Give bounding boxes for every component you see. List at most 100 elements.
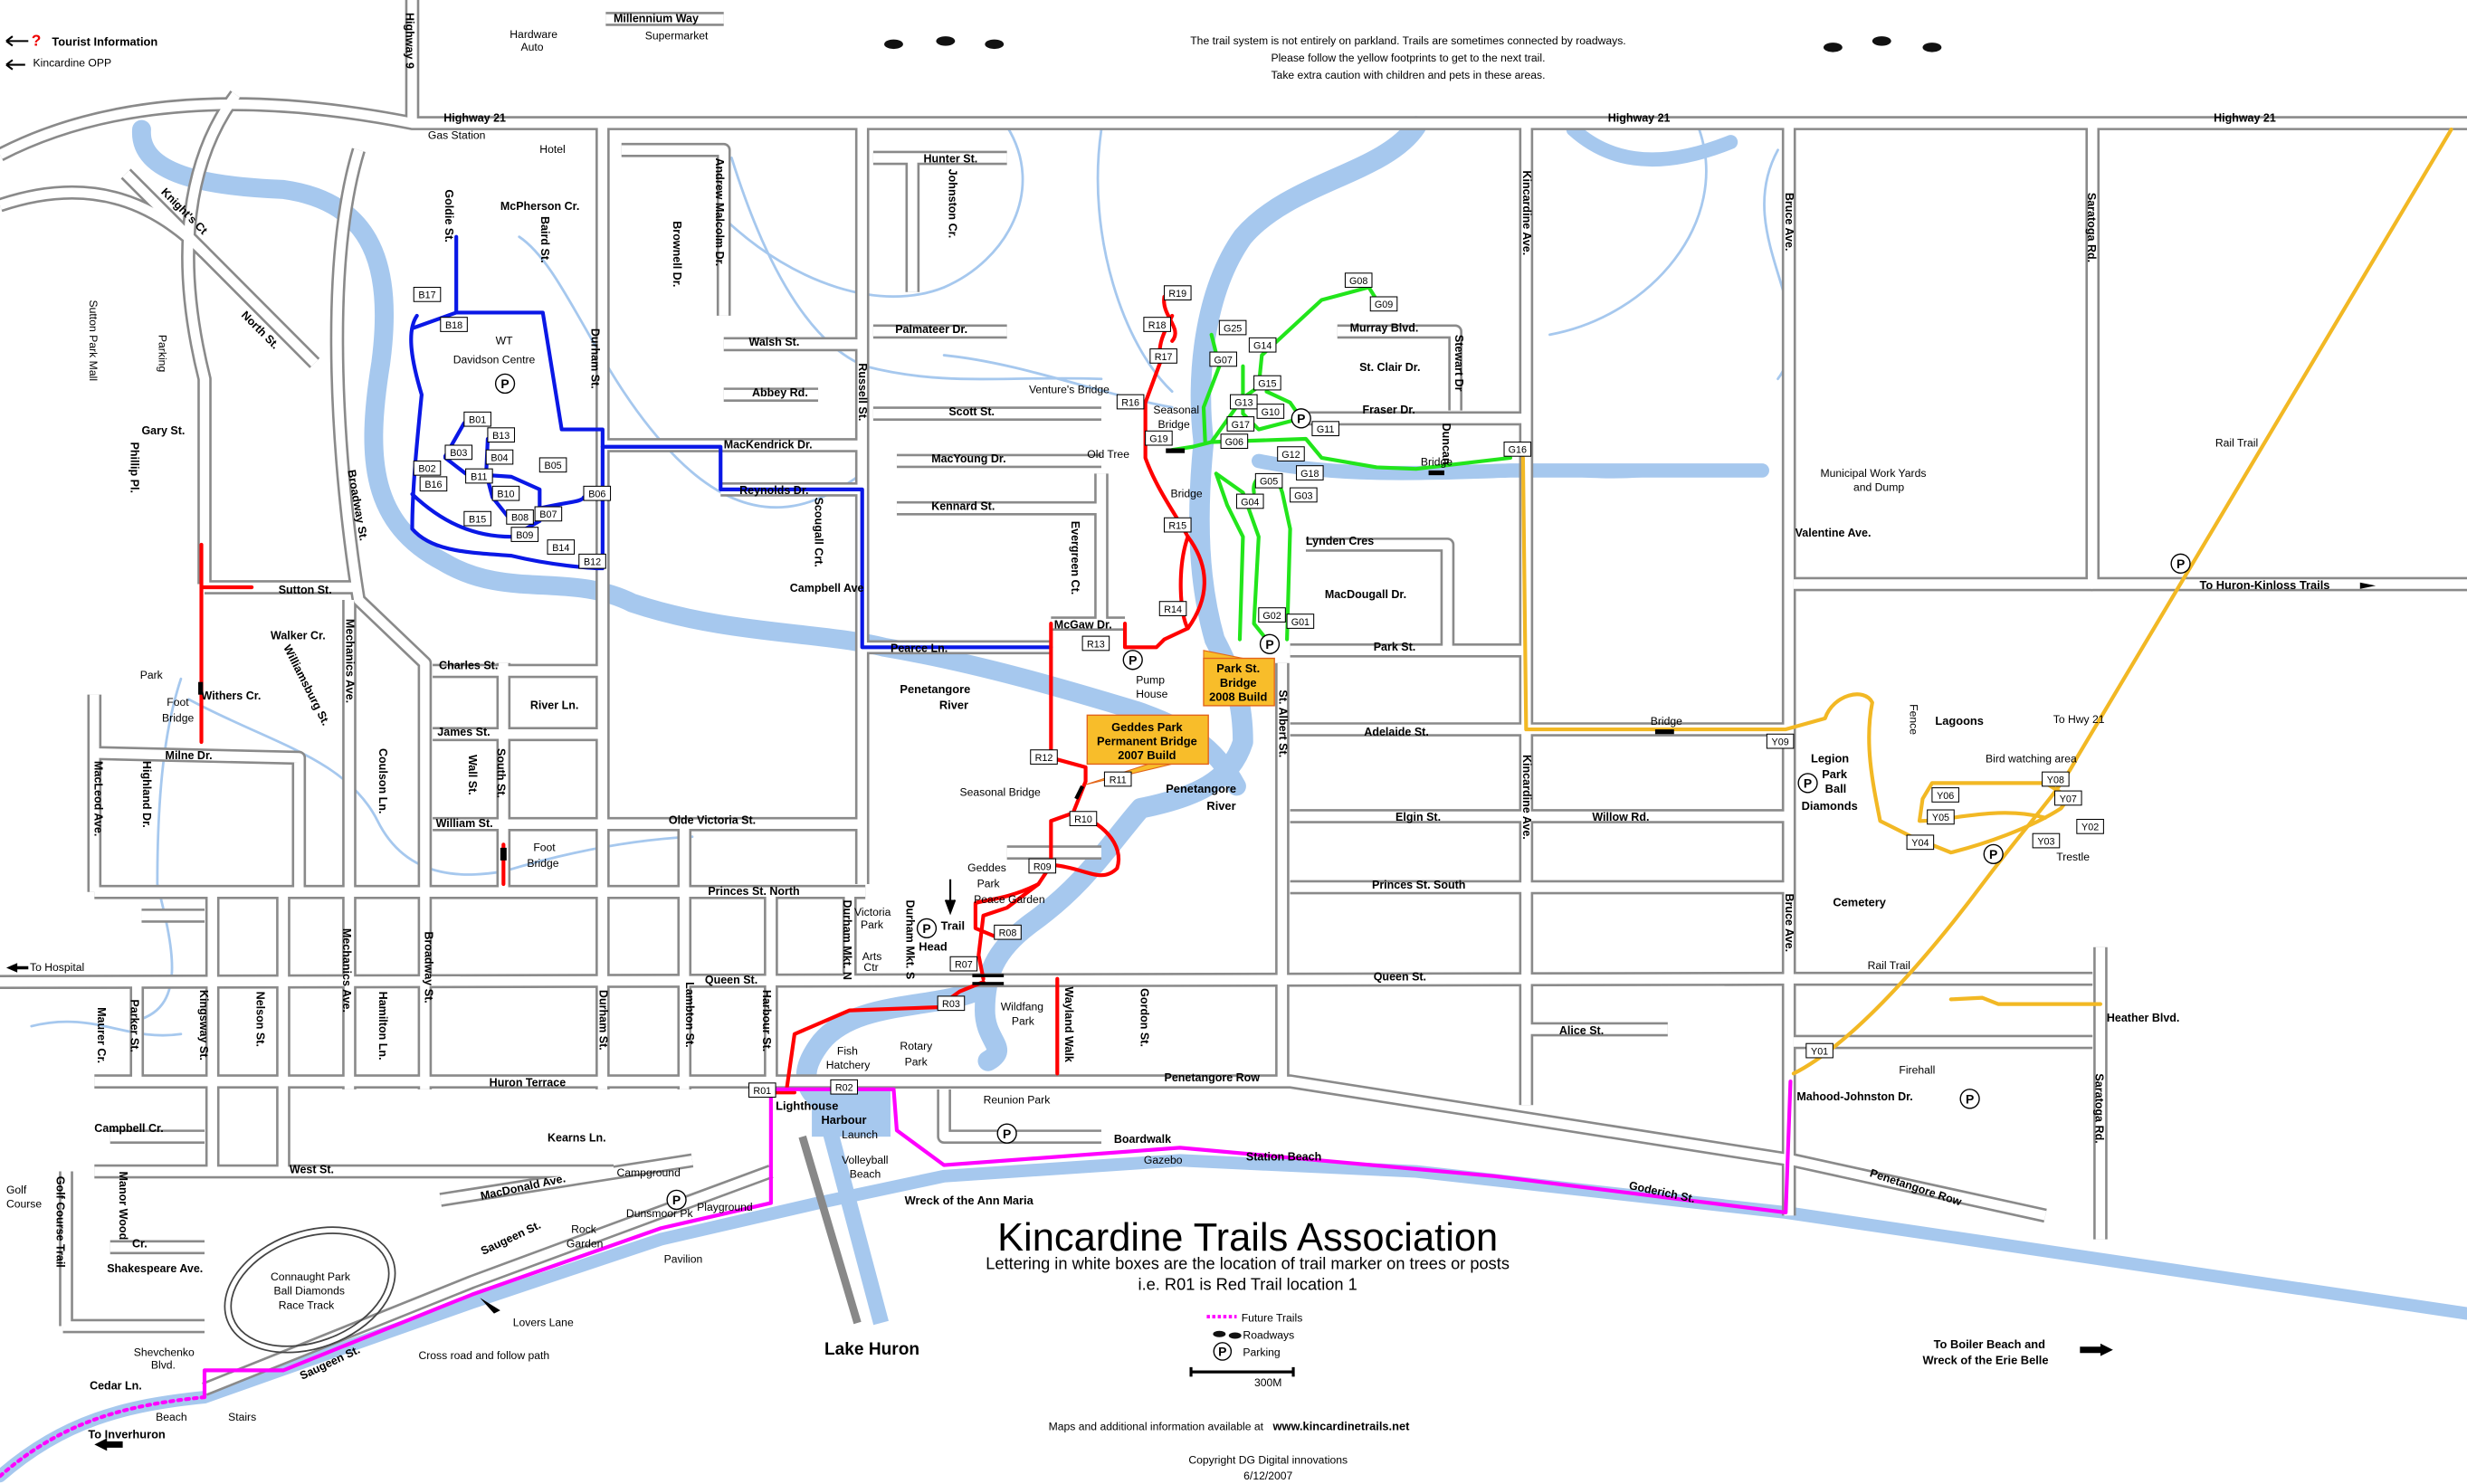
trail-marker-red: R09 — [1028, 858, 1057, 874]
place-label-wildfang: Wildfang — [1001, 1001, 1043, 1013]
place-label-harbour: Harbour — [822, 1113, 867, 1127]
trail-marker-green: G17 — [1226, 416, 1255, 432]
road-fill — [0, 187, 208, 256]
street-label-andrew: Andrew Malcolm Dr. — [713, 157, 726, 266]
street-label-elgin: Elgin St. — [1395, 811, 1441, 823]
place-label-volleyball: Volleyball — [842, 1154, 888, 1166]
trail-marker-yellow: Y01 — [1805, 1042, 1834, 1059]
trail-marker-code: Y07 — [2060, 794, 2077, 804]
place-label-rotary: Rotary — [900, 1040, 933, 1052]
trail-marker-green: G08 — [1344, 272, 1373, 289]
street-label-milne: Milne Dr. — [166, 749, 213, 762]
street-label-highland: Highland Dr. — [140, 761, 153, 828]
trail-marker-code: G16 — [1509, 445, 1527, 456]
place-label-hospital: To Hospital — [30, 961, 84, 974]
place-label-river2: River — [1206, 799, 1235, 813]
trail-marker-red: R07 — [949, 956, 978, 972]
legend-parking: Parking — [1243, 1346, 1280, 1359]
trail-marker-code: Y09 — [1772, 737, 1789, 747]
trail-marker-code: R07 — [955, 959, 973, 970]
trail-marker-yellow: Y08 — [2042, 771, 2070, 787]
street-label-mackendrick: MacKendrick Dr. — [724, 438, 813, 451]
roadway-note: The trail system is not entirely on park… — [884, 34, 1942, 81]
street-label-hwy21-e: Highway 21 — [2214, 111, 2276, 124]
trail-marker-blue: B15 — [463, 510, 491, 527]
trail-marker-blue: B17 — [413, 287, 442, 302]
parking-icon: P — [916, 918, 938, 939]
trail-marker-blue: B10 — [491, 485, 520, 501]
website-link[interactable]: www.kincardinetrails.net — [1272, 1420, 1410, 1433]
parking-icon — [1213, 1342, 1233, 1361]
trail-marker-code: Y08 — [2047, 775, 2064, 785]
trail-marker-code: G02 — [1262, 611, 1281, 622]
trail-marker-yellow: Y09 — [1766, 733, 1795, 749]
trail-marker-green: G13 — [1230, 394, 1258, 410]
callout-line: Bridge — [1220, 676, 1257, 690]
trail-marker-red: R19 — [1163, 285, 1192, 301]
road-fill — [0, 100, 2467, 159]
trail-marker-code: G18 — [1300, 469, 1319, 480]
street-label-russell: Russell St. — [856, 363, 869, 421]
opp-label[interactable]: Kincardine OPP — [33, 56, 112, 69]
trail-marker-code: B18 — [445, 320, 462, 331]
place-label-hardware: Hardware — [510, 28, 557, 41]
trail-marker-yellow: Y05 — [1927, 809, 1955, 825]
trail-marker-yellow: Y07 — [2053, 790, 2082, 806]
place-label-park: Park — [140, 669, 164, 681]
trail-marker-code: R13 — [1087, 639, 1105, 650]
park-st-bridge-callout: Park St. Bridge 2008 Build — [1203, 650, 1275, 707]
street-label-kincardine-s: Kincardine Ave. — [1520, 755, 1533, 840]
note-line: Take extra caution with children and pet… — [1271, 69, 1545, 81]
place-label-foot-bridge2: Bridge — [527, 857, 558, 870]
scale-label: 300M — [1254, 1376, 1281, 1389]
place-label-rail-trail1: Rail Trail — [2215, 437, 2258, 450]
street-label-johnston: Johnston Cr. — [946, 169, 958, 239]
street-label-queen-w: Queen St. — [705, 974, 757, 986]
place-label-golf-course: Golf — [6, 1184, 27, 1196]
street-label-lynden: Lynden Cres — [1306, 535, 1374, 547]
trail-marker-red: R13 — [1081, 635, 1110, 652]
road-fill — [1337, 327, 1461, 411]
place-label-connaught: Ball Diamonds — [274, 1285, 345, 1298]
street-label-adelaide: Adelaide St. — [1364, 726, 1429, 738]
trail-marker-code: B03 — [450, 448, 467, 459]
arrow-right-icon — [2359, 582, 2377, 589]
trail-marker-red: R17 — [1149, 348, 1177, 364]
trail-marker-green: G12 — [1277, 446, 1305, 461]
parking-letter: P — [1966, 1092, 1974, 1107]
place-label-davidson: Davidson Centre — [453, 353, 536, 366]
street-label-stclair: St. Clair Dr. — [1359, 361, 1420, 374]
place-label-rock-garden: Rock — [571, 1223, 597, 1236]
street-label-queen-e: Queen St. — [1374, 970, 1426, 983]
trail-marker-code: R10 — [1074, 814, 1092, 825]
trail-marker-red: R15 — [1163, 517, 1192, 533]
road-fill — [439, 1156, 693, 1205]
street-label-lambton: Lambton St. — [683, 982, 696, 1047]
place-label-ann-maria: Wreck of the Ann Maria — [905, 1194, 1034, 1207]
trail-marker-code: B02 — [418, 464, 435, 475]
street-label-huron-terrace: Huron Terrace — [490, 1076, 567, 1089]
trail-marker-code: G12 — [1281, 450, 1300, 461]
copyright: Copyright DG Digital innovations — [1188, 1453, 1348, 1466]
trail-marker-code: B07 — [539, 509, 557, 520]
trail-marker-code: B14 — [552, 543, 569, 554]
street-label-coulson: Coulson Ln. — [376, 748, 389, 813]
trail-marker-green: G06 — [1220, 433, 1249, 450]
place-label-rotary: Park — [905, 1056, 929, 1069]
footprints-icon — [1213, 1330, 1242, 1339]
street-label-mahood: Mahood-Johnston Dr. — [1796, 1090, 1912, 1103]
tourist-info-label[interactable]: Tourist Information — [52, 35, 157, 49]
trail-marker-green: G04 — [1235, 493, 1264, 509]
trail-marker-green: G14 — [1248, 337, 1277, 353]
street-label-pearce: Pearce Ln. — [891, 642, 948, 655]
connaught-race-track — [224, 1226, 396, 1354]
street-label-james: James St. — [437, 726, 490, 738]
street-label-valentine: Valentine Ave. — [1795, 527, 1872, 539]
trail-marker-code: G10 — [1262, 407, 1280, 418]
trail-marker-code: R03 — [942, 999, 960, 1010]
street-label-west: West St. — [290, 1163, 334, 1175]
callout-line: 2007 Build — [1118, 748, 1176, 762]
place-label-river1: Penetangore — [900, 682, 970, 696]
street-label-willow: Willow Rd. — [1592, 811, 1649, 823]
road-network — [0, 0, 2467, 1396]
